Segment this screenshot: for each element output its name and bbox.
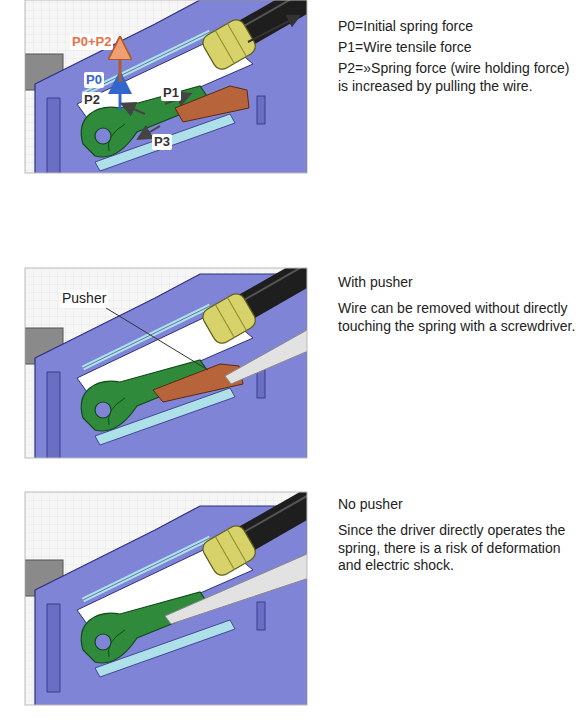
legend-note: P0=Initial spring force bbox=[338, 18, 578, 36]
panel-description: Wire can be removed without directly tou… bbox=[338, 300, 578, 335]
force-label: P1 bbox=[161, 85, 181, 101]
legend-note: P1=Wire tensile force bbox=[338, 39, 578, 57]
force-label: P3 bbox=[152, 134, 172, 150]
legend-note: P2=»Spring force (wire holding force) is… bbox=[338, 60, 578, 95]
panel-heading: No pusher bbox=[338, 496, 578, 514]
force-label: P0 bbox=[84, 72, 104, 88]
panel-heading: With pusher bbox=[338, 274, 578, 292]
panel-description: Since the driver directly operates the s… bbox=[338, 522, 578, 575]
part-name: Pusher bbox=[60, 290, 108, 308]
force-label: P0+P2 bbox=[70, 34, 113, 50]
force-label: P2 bbox=[82, 92, 102, 108]
